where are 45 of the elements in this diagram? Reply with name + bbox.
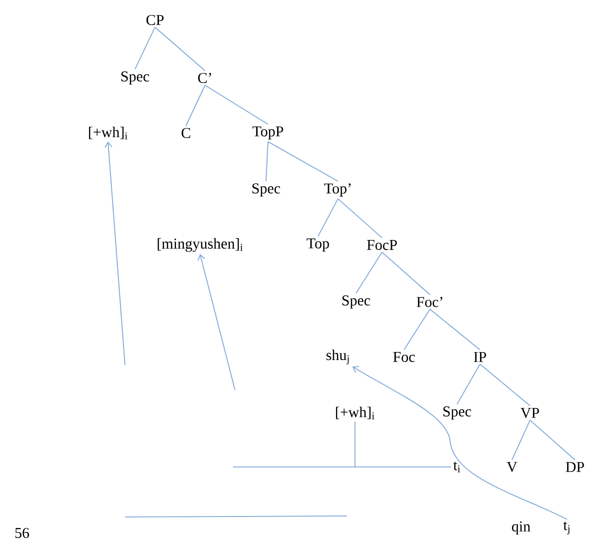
tree-label: Top’ xyxy=(324,183,351,197)
tree-branch xyxy=(430,308,480,350)
tree-label: IP xyxy=(474,352,486,362)
page-number: 56 xyxy=(15,528,30,538)
tree-branch xyxy=(382,252,430,296)
movement-line xyxy=(232,421,452,468)
tree-label: t$_{i}$ xyxy=(453,462,460,472)
tree-label: Spec xyxy=(121,71,150,85)
tree-branch xyxy=(204,84,268,125)
tree-label: [+wh]$_{i}$ xyxy=(336,406,374,420)
tree-label: [mingyushen]$_{i}$ xyxy=(158,238,243,252)
tree-branch xyxy=(456,364,480,405)
tree-branch xyxy=(356,252,382,294)
tree-label: CP xyxy=(146,14,164,26)
tree-branch xyxy=(268,141,338,182)
tree-branch xyxy=(266,141,268,182)
tree-label: qin xyxy=(512,521,530,535)
tree-branch xyxy=(134,26,156,70)
tree-label: TopP xyxy=(252,126,284,140)
tree-branch xyxy=(512,420,530,460)
tree-label: t$_{j}$ xyxy=(563,522,570,534)
tree-label: C’ xyxy=(198,72,212,84)
tree-branch xyxy=(154,26,206,72)
tree-label: FocP xyxy=(367,240,397,250)
tree-branch xyxy=(318,198,338,237)
tree-label: Spec xyxy=(443,406,472,420)
tree-branch xyxy=(338,198,382,238)
tree-label: V xyxy=(506,462,518,472)
tree-branch xyxy=(186,84,206,126)
movement-arrow xyxy=(352,366,568,520)
tree-label: Foc’ xyxy=(416,296,442,308)
movement-arrow xyxy=(198,254,236,390)
tree-label: Top xyxy=(306,238,329,252)
tree-label: DP xyxy=(566,462,584,472)
tree-label: shu$_{j}$ xyxy=(326,350,349,364)
tree-branch xyxy=(404,308,430,350)
tree-label: Spec xyxy=(342,295,370,309)
tree-label: [+wh]$_{i}$ xyxy=(89,126,128,140)
tree-branch xyxy=(530,420,576,460)
movement-arrow xyxy=(104,141,126,366)
tree-branch xyxy=(480,364,530,406)
tree-label: Foc xyxy=(393,352,415,362)
tree-label: Spec xyxy=(252,183,280,197)
tree-label: C xyxy=(182,128,190,138)
tree-label: VP xyxy=(520,408,539,418)
